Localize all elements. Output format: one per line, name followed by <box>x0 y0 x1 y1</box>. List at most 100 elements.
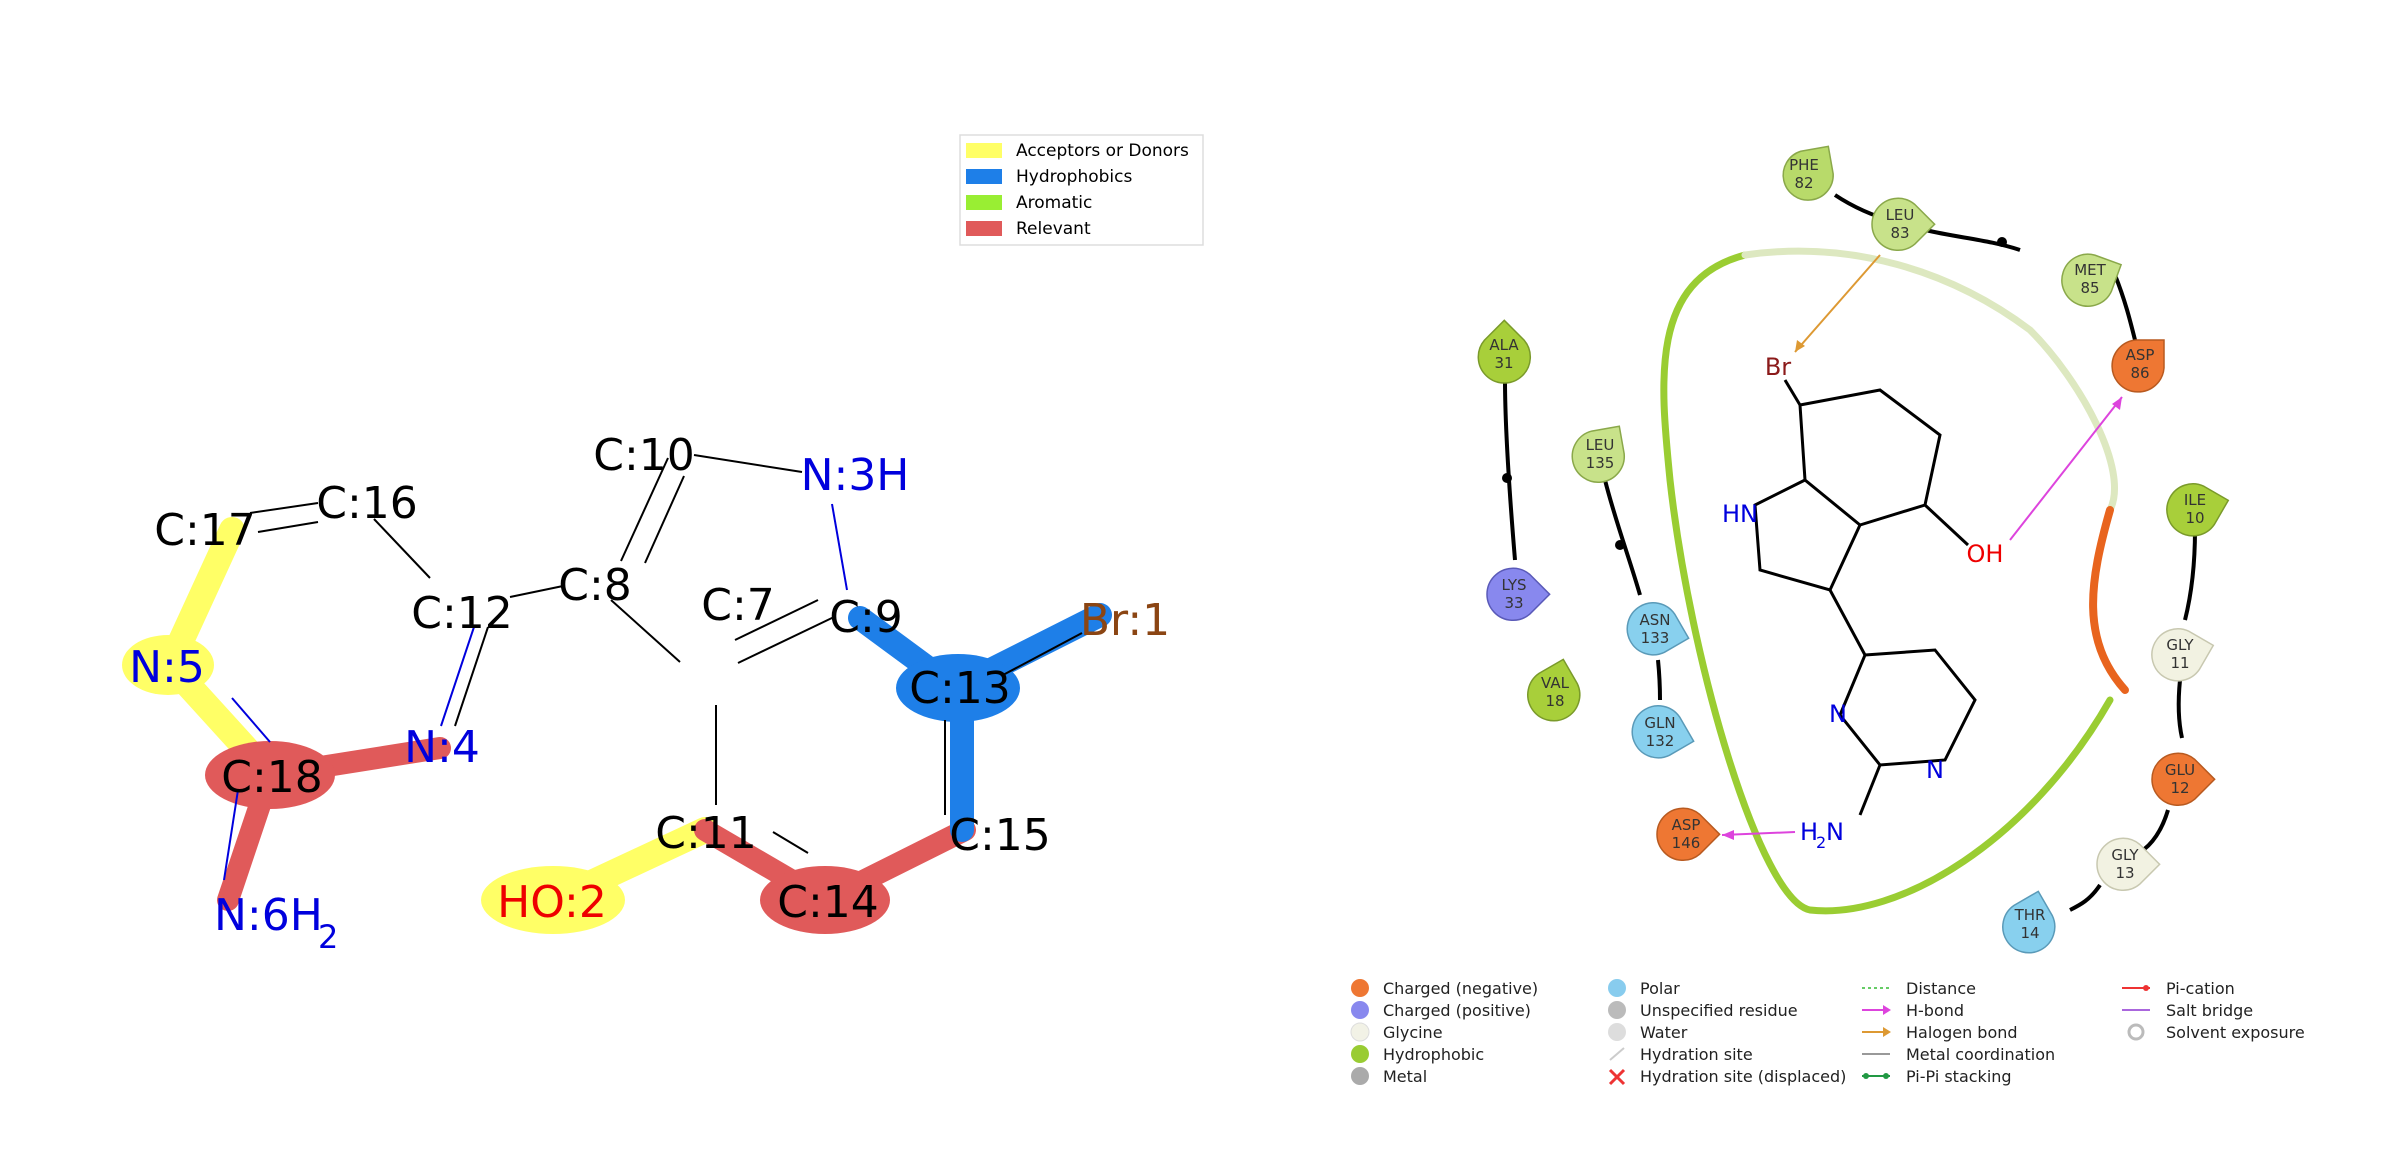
ligand-n-label: N <box>1926 756 1944 784</box>
key-label: Charged (positive) <box>1383 1001 1531 1020</box>
bond-c16-c12 <box>373 518 431 579</box>
atom-c17: C:17 <box>154 505 256 556</box>
legend-label-relevant: Relevant <box>1016 219 1091 239</box>
pocket-outline-glycine <box>1741 247 2118 514</box>
residue-phe82: PHE 82 <box>1782 145 1834 201</box>
hbond-oh-asp86 <box>2009 396 2123 541</box>
highlight-c13 <box>896 654 1020 722</box>
residue-name: VAL <box>1541 674 1570 692</box>
bond-c8-c10 <box>620 457 669 562</box>
atom-c13: C:13 <box>909 663 1011 714</box>
legend-label-hydrophobics: Hydrophobics <box>1016 167 1132 187</box>
highlight-c14 <box>760 866 890 934</box>
residue-number: 82 <box>1794 174 1813 192</box>
bond-c17-c16 <box>249 502 319 514</box>
backbone-dot <box>1615 540 1625 550</box>
ligand-nh2-n: N <box>1826 818 1844 846</box>
atom-c16: C:16 <box>316 478 418 529</box>
residue-number: 11 <box>2170 654 2189 672</box>
residue-leu135: LEU 135 <box>1571 425 1625 483</box>
ligand-nh-label: HN <box>1722 500 1758 528</box>
key-label: Charged (negative) <box>1383 979 1538 998</box>
atom-c11: C:11 <box>655 808 757 859</box>
bond-c13-br1-inner <box>1002 632 1083 676</box>
atom-c18: C:18 <box>221 752 323 803</box>
highlight-n5 <box>122 635 214 695</box>
atom-labels: C:7 C:8 C:9 C:10 C:11 C:12 C:13 C:14 C:1… <box>129 430 1170 956</box>
bond-c7-c9 <box>737 616 835 664</box>
atom-n5: N:5 <box>129 642 205 693</box>
residue-name: GLY <box>2111 846 2139 864</box>
bond-n5-c18-inner <box>231 697 271 743</box>
residue-gly13: GLY 13 <box>2096 837 2161 892</box>
link-ala31-lys33 <box>1503 379 1517 561</box>
key-label: Glycine <box>1383 1023 1443 1042</box>
residue-number: 13 <box>2115 864 2134 882</box>
residue-name: GLU <box>2165 761 2195 779</box>
molecule-bonds <box>249 454 1083 854</box>
atom-c12: C:12 <box>411 588 513 639</box>
link-glu12-gly13 <box>2138 809 2170 854</box>
pocket-outline-hydrophobic <box>1660 251 2114 915</box>
residue-leu83: LEU 83 <box>1871 197 1936 252</box>
ligand-oh-label: OH <box>1967 540 2004 568</box>
ligand-bond-link <box>1828 589 1867 656</box>
legend-label-acceptors: Acceptors or Donors <box>1016 141 1189 161</box>
key-label: Solvent exposure <box>2166 1023 2305 1042</box>
link-gly11-glu12 <box>2176 679 2184 739</box>
atom-c7: C:7 <box>701 580 775 631</box>
ligand-benzene-ring <box>1798 388 1942 527</box>
atom-c14: C:14 <box>777 877 879 928</box>
ligand-br-label: Br <box>1765 353 1791 381</box>
residue-asp86: ASP 86 <box>2111 339 2165 393</box>
atom-n6: N:6H <box>214 890 323 941</box>
key-label: H-bond <box>1906 1001 1964 1020</box>
bond-c10-n3 <box>693 454 803 473</box>
atom-n3: N:3H <box>801 450 910 501</box>
residue-name: ASP <box>2126 346 2155 364</box>
ligand-structure <box>1753 379 1977 816</box>
legend-swatch-relevant <box>966 221 1002 236</box>
residue-name: PHE <box>1789 156 1819 174</box>
key-symbol-halogen-head <box>1883 1027 1891 1037</box>
hbond-nh2-asp146 <box>1721 831 1796 836</box>
residue-ala31: ALA 31 <box>1477 319 1532 384</box>
link-leu135-asn133 <box>1603 479 1642 596</box>
residue-gln132: GLN 132 <box>1631 705 1695 759</box>
pharmacophore-legend: Acceptors or Donors Hydrophobics Aromati… <box>959 134 1204 246</box>
ligand-nh2-sub: 2 <box>1816 833 1826 852</box>
residue-name: MET <box>2074 261 2106 279</box>
residue-ile10: ILE 10 <box>2166 483 2230 537</box>
residue-number: 132 <box>1646 732 1675 750</box>
hbond-arrowhead-asp146 <box>1722 830 1734 840</box>
key-label: Hydration site <box>1640 1045 1753 1064</box>
residue-name: ASP <box>1672 816 1701 834</box>
bond-c12-c8 <box>509 585 564 598</box>
residue-number: 12 <box>2170 779 2189 797</box>
residue-name: THR <box>2014 906 2046 924</box>
ligand-nh2-h: H <box>1800 818 1818 846</box>
residue-number: 14 <box>2020 924 2039 942</box>
key-symbol-unspecified <box>1608 1001 1626 1019</box>
key-label: Halogen bond <box>1906 1023 2018 1042</box>
link-met85-asp86 <box>2113 274 2137 341</box>
key-label: Distance <box>1906 979 1976 998</box>
residue-glu12: GLU 12 <box>2151 752 2216 807</box>
bond-c7-c9-inner <box>734 599 819 641</box>
pocket-outline-charged <box>2089 506 2129 694</box>
residue-name: LYS <box>1501 576 1526 594</box>
key-label: Hydration site (displaced) <box>1640 1067 1846 1086</box>
ligand-bond-oh <box>1923 503 1970 547</box>
key-symbol-glycine <box>1350 1022 1370 1042</box>
key-symbol-pipi-dot <box>1883 1073 1889 1079</box>
bond-c18-n6-inner <box>223 789 239 881</box>
residue-lys33: LYS 33 <box>1486 567 1551 622</box>
key-symbol-hydration-displaced <box>1608 1068 1626 1086</box>
residue-number: 31 <box>1494 354 1513 372</box>
residue-asp146: ASP 146 <box>1656 807 1721 862</box>
ligand-pyrrole-ring <box>1753 478 1862 592</box>
bond-c8-c10-inner <box>644 475 685 564</box>
key-label: Water <box>1640 1023 1688 1042</box>
atom-n4: N:4 <box>404 722 480 773</box>
